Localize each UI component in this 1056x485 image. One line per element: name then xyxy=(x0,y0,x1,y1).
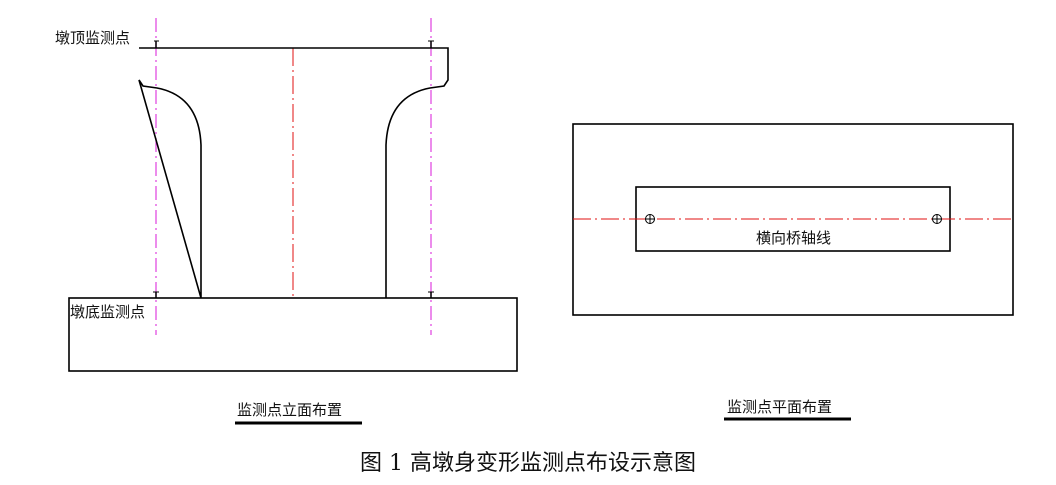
transverse-axis-label: 横向桥轴线 xyxy=(756,229,831,247)
top-right-marker-icon xyxy=(428,40,434,48)
top-point-label: 墩顶监测点 xyxy=(55,29,130,47)
bottom-right-marker-icon xyxy=(428,291,434,298)
top-left-marker-icon xyxy=(154,40,159,48)
bottom-point-label: 墩底监测点 xyxy=(70,303,145,321)
plan-view: 横向桥轴线 监测点平面布置 xyxy=(572,123,1014,421)
figure-caption: 图 1 高墩身变形监测点布设示意图 xyxy=(360,451,696,476)
bottom-left-marker-icon xyxy=(153,291,159,298)
plan-left-point-icon xyxy=(645,214,655,224)
plan-right-point-icon xyxy=(932,214,942,224)
elevation-title: 监测点立面布置 xyxy=(237,401,342,419)
pier-outline xyxy=(138,47,449,299)
pier-footing xyxy=(68,297,518,372)
plan-title: 监测点平面布置 xyxy=(727,398,832,416)
elevation-view: 墩顶监测点 墩底监测点 监测点立面布置 xyxy=(55,18,518,425)
